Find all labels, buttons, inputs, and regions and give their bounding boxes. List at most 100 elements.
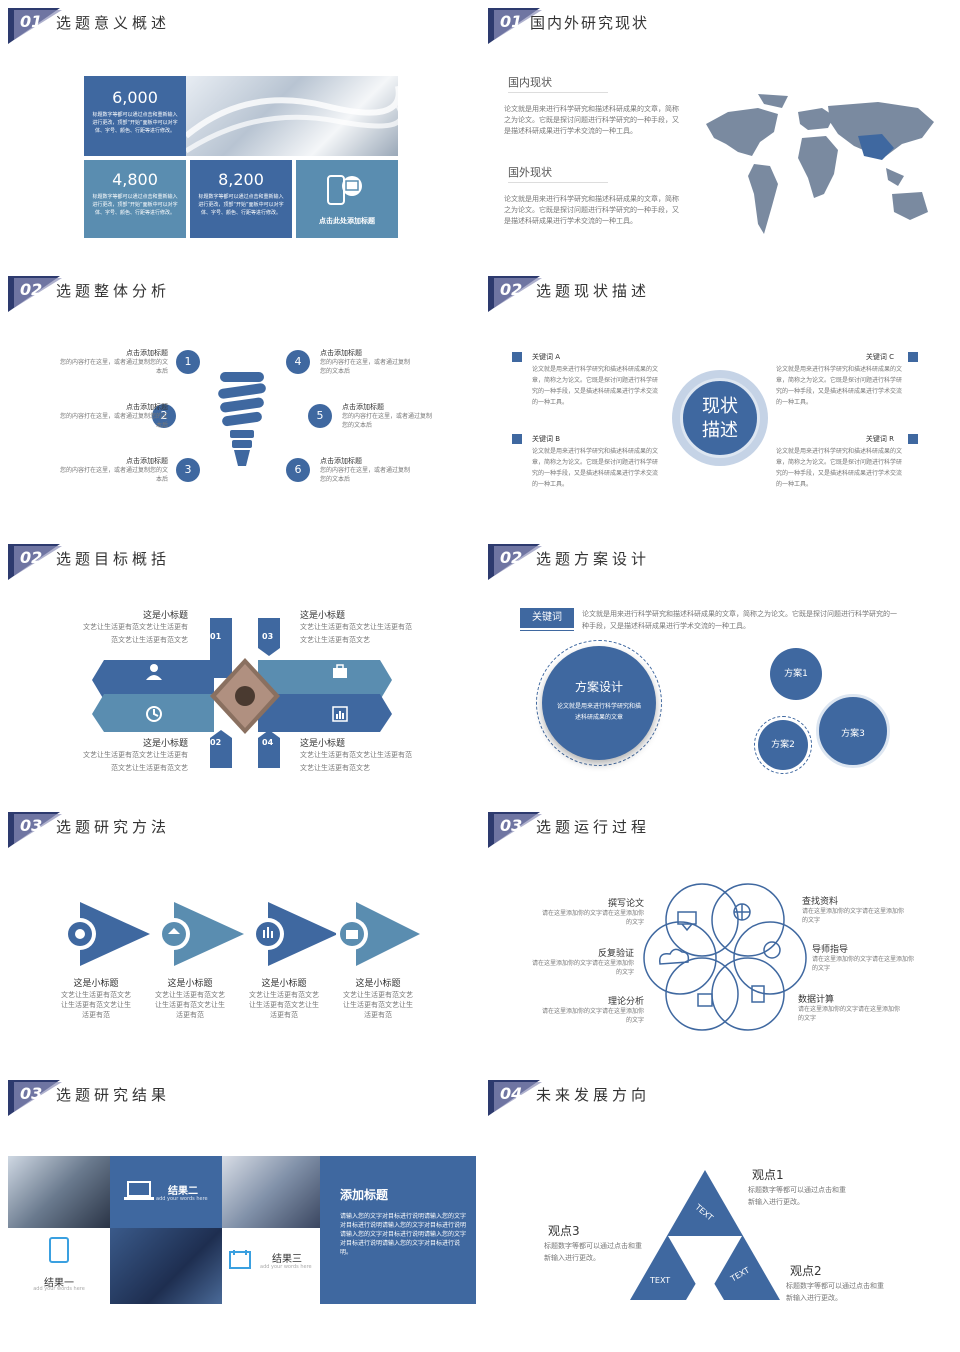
divider [508, 92, 608, 93]
result-3-box: 结果三 add your words here [222, 1228, 320, 1304]
slide-title: 选题目标概括 [56, 550, 171, 568]
slide-results: 03 选题研究结果 结果二 add your words here 结果一 ad… [0, 1072, 480, 1340]
number-circle: 5 [308, 404, 332, 428]
keyword-title: 关键词 A [532, 353, 561, 361]
add-title-label: 点击此处添加标题 [319, 217, 375, 225]
number-circle: 6 [286, 458, 310, 482]
section-badge: 02 [488, 544, 548, 582]
foreign-heading: 国外现状 [508, 166, 552, 179]
process-title: 导师指导 [812, 945, 849, 955]
number-circle: 1 [176, 350, 200, 374]
slide-title: 选题方案设计 [536, 550, 651, 568]
analysis-item: 点击添加标题您的内容打在这里，或者通过复制您的文本后 [60, 456, 168, 484]
number-circle: 2 [152, 404, 176, 428]
item-desc: 您的内容打在这里，或者通过复制您的文本后 [320, 359, 411, 375]
process-item: 撰写论文请在这里添加你的文字请在这里添加你的文字 [540, 896, 644, 927]
bullet-square [908, 434, 918, 444]
panel-text: 请输入您的文字对目标进行说明请输入您的文字对目标进行说明请输入您的文字对目标进行… [340, 1213, 467, 1256]
view-1-text: 标题数字等都可以通过点击和重新输入进行更改。 [748, 1186, 846, 1206]
bar-chart-icon [332, 706, 348, 722]
section-badge: 03 [8, 1080, 68, 1118]
center-line1: 现状 [702, 396, 738, 417]
keyword-desc: 论文就是用来进行科学研究和描述科研成果的文章，简称之为论文。它既是探讨问题进行科… [532, 366, 659, 406]
process-desc: 请在这里添加你的文字请在这里添加你的文字 [531, 960, 634, 976]
section-badge: 03 [488, 812, 548, 850]
goal-desc: 文艺让生活更有范文艺让生活更有范文艺让生活更有范文艺 [300, 623, 412, 644]
result-2-title: 结果二 [168, 1186, 198, 1197]
process-desc: 请在这里添加你的文字请在这里添加你的文字 [802, 908, 905, 924]
keyword-tag: 关键词 [520, 608, 574, 628]
view-2-title: 观点2 [790, 1264, 822, 1278]
stat-desc: 标题数字等都可以通过点击和重新输入进行更改，顶部“开始”面板中可以对字体、字号、… [92, 112, 178, 134]
plan-title: 方案设计 [574, 680, 623, 694]
goal-title: 这是小标题 [300, 739, 346, 749]
result-3-sub: add your words here [260, 1264, 312, 1270]
item-desc: 您的内容打在这里，或者通过复制您的文本后 [60, 413, 169, 429]
result-2-sub: add your words here [156, 1196, 208, 1202]
goal-item-4: 这是小标题 文艺让生活更有范文艺让生活更有范文艺让生活更有范文艺 [300, 736, 412, 775]
result-1-sub: add your words here [33, 1286, 85, 1292]
item-desc: 您的内容打在这里，或者通过复制您的文本后 [60, 467, 169, 483]
bullet-square [512, 434, 522, 444]
center-line2: 描述 [702, 420, 738, 441]
item-title: 点击添加标题 [320, 349, 362, 357]
section-badge: 02 [8, 276, 68, 314]
process-desc: 请在这里添加你的文字请在这里添加你的文字 [541, 1008, 644, 1024]
method-title: 这是小标题 [167, 979, 213, 989]
building-graphic [184, 85, 404, 154]
section-badge: 03 [8, 812, 68, 850]
goal-title: 这是小标题 [142, 739, 188, 749]
slide-title: 国内外研究现状 [530, 14, 650, 32]
goal-item-1: 这是小标题 文艺让生活更有范文艺让生活更有范文艺让生活更有范文艺 [80, 608, 188, 647]
badge-01: 01 [210, 632, 222, 641]
stat-desc: 标题数字等都可以通过点击和重新输入进行更改，顶部“开始”面板中可以对字体、字号、… [92, 194, 178, 216]
result-3-title: 结果三 [272, 1254, 302, 1265]
add-title-box[interactable]: 点击此处添加标题 [296, 160, 398, 238]
keyword-title: 关键词 C [865, 353, 894, 361]
method-desc: 文艺让生活更有范文艺让生活更有范文艺让生活更有范 [155, 991, 225, 1019]
item-title: 点击添加标题 [126, 349, 168, 357]
lightbulb-icon [218, 372, 266, 466]
plan-text: 论文就是用来进行科学研究和描述科研成果的文章 [556, 703, 641, 721]
view-1-title: 观点1 [752, 1168, 784, 1182]
keyword-desc: 论文就是用来进行科学研究和描述科研成果的文章，简称之为论文。它既是探讨问题进行科… [776, 366, 903, 406]
process-item: 反复验证请在这里添加你的文字请在这里添加你的文字 [530, 946, 634, 977]
stat-box-2: 4,800 标题数字等都可以通过点击和重新输入进行更改，顶部“开始”面板中可以对… [84, 160, 186, 238]
process-desc: 请在这里添加你的文字请在这里添加你的文字 [812, 956, 915, 972]
keyword-text: 论文就是用来进行科学研究和描述科研成果的文章，简称之为论文。它既是探讨问题进行科… [582, 610, 897, 630]
plan-design-circle: 方案设计 论文就是用来进行科学研究和描述科研成果的文章 [542, 646, 656, 760]
method-arrows [64, 902, 420, 966]
plan-2: 方案2 [758, 720, 808, 770]
process-title: 查找资料 [802, 897, 839, 907]
slide-goals: 02 选题目标概括 01 03 02 04 这是小标题 文艺让生活更有范文艺让生… [0, 536, 480, 804]
result-2-box: 结果二 add your words here [110, 1156, 222, 1228]
stat-value: 4,800 [112, 170, 158, 189]
number-circle: 3 [176, 458, 200, 482]
stat-box-3: 8,200 标题数字等都可以通过点击和重新输入进行更改，顶部“开始”面板中可以对… [190, 160, 292, 238]
section-badge: 01 [8, 8, 68, 46]
process-desc: 请在这里添加你的文字请在这里添加你的文字 [541, 910, 644, 926]
stat-box-1: 6,000 标题数字等都可以通过点击和重新输入进行更改，顶部“开始”面板中可以对… [84, 76, 186, 156]
calendar-icon [229, 1250, 251, 1269]
slide-research-status: 01 国内外研究现状 国内现状 论文就是用来进行科学研究和描述科研成果的文章，简… [480, 0, 960, 268]
divider [508, 182, 608, 183]
bullet-square [512, 352, 522, 362]
text-label-2: TEXT [650, 1276, 671, 1285]
center-circle: 现状 描述 [680, 378, 760, 458]
goal-item-3: 这是小标题 文艺让生活更有范文艺让生活更有范文艺让生活更有范文艺 [300, 608, 412, 647]
slide-title: 选题运行过程 [536, 818, 651, 836]
view-3-title: 观点3 [548, 1224, 580, 1238]
slide-process: 03 选题运行过程 撰写论文请在这里添加你的文字请在这里添加你的文字反复验证请在… [480, 804, 960, 1072]
plan-1: 方案1 [770, 648, 822, 700]
keyword-desc: 论文就是用来进行科学研究和描述科研成果的文章，简称之为论文。它既是探讨问题进行科… [776, 448, 903, 488]
bullet-square [908, 352, 918, 362]
item-title: 点击添加标题 [320, 457, 362, 465]
goal-desc: 文艺让生活更有范文艺让生活更有范文艺让生活更有范文艺 [83, 623, 188, 644]
domestic-text: 论文就是用来进行科学研究和描述科研成果的文章，简称之为论文。它既是探讨问题进行科… [504, 105, 679, 135]
goal-title: 这是小标题 [142, 611, 188, 621]
tablet-icon [49, 1237, 69, 1263]
analysis-item: 点击添加标题您的内容打在这里，或者通过复制您的文本后 [342, 402, 432, 430]
method-title: 这是小标题 [355, 979, 401, 989]
